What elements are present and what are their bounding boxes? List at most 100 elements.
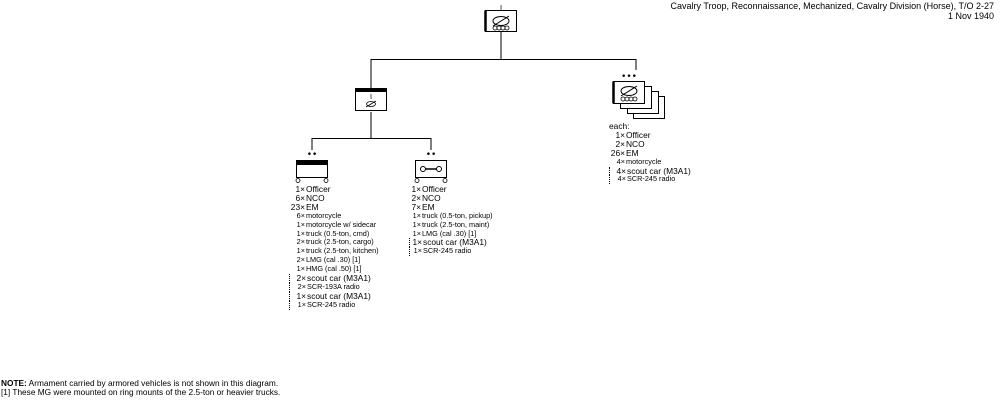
equipment-qty: 23× <box>290 201 305 212</box>
equipment-item: EM <box>626 147 639 158</box>
equipment-qty: 2× <box>296 237 305 247</box>
equipment-qty: 2× <box>296 255 305 265</box>
equipment-item: truck (2.5-ton, kitchen) <box>306 246 379 256</box>
equipment-item: Officer <box>306 184 331 194</box>
equipment-item: HMG (cal .50) [1] <box>306 264 362 274</box>
equipment-row: 2×NCO <box>409 194 493 203</box>
equipment-qty: 1× <box>296 219 305 229</box>
equipment-item: LMG (cal .30) [1] <box>422 228 477 238</box>
equipment-row: 1×Officer <box>289 185 379 194</box>
equipment-item: truck (0.5-ton, cmd) <box>306 228 370 238</box>
equipment-row: 1×scout car (M3A1) <box>409 237 493 248</box>
equipment-qty: 1× <box>411 184 421 194</box>
equipment-qty: 1× <box>296 290 306 301</box>
equipment-qty: 2× <box>296 273 306 284</box>
equipment-qty: 1× <box>297 299 306 309</box>
equipment-row: 7×EM <box>409 201 493 212</box>
equipment-row: 1×scout car (M3A1) <box>289 290 379 301</box>
equipment-row: 1×SCR-245 radio <box>289 299 379 310</box>
equipment-qty: 7× <box>411 201 421 212</box>
equipment-qty: 1× <box>413 246 422 256</box>
platoon-hq-size-marker: I <box>370 93 372 101</box>
equipment-qty: 4× <box>616 165 626 176</box>
equipment-item: SCR-245 radio <box>307 299 356 309</box>
equipment-item: truck (0.5-ton, pickup) <box>422 210 493 220</box>
equipment-item: scout car (M3A1) <box>423 237 487 248</box>
equipment-item: motorcycle <box>306 210 342 220</box>
equipment-row: 4×scout car (M3A1) <box>609 165 691 176</box>
troop-hq-size-marker: I <box>500 4 502 12</box>
equipment-qty: 2× <box>297 281 306 291</box>
equipment-row: 1×LMG (cal .30) [1] <box>409 228 493 239</box>
notes-block: NOTE: Armament carried by armored vehicl… <box>1 379 280 397</box>
equipment-row: 6×NCO <box>289 194 379 203</box>
chart-title: Cavalry Troop, Reconnaissance, Mechanize… <box>670 1 994 11</box>
scout-platoons-each-label: each: <box>609 121 630 131</box>
chart-date: 1 Nov 1940 <box>947 11 994 21</box>
equipment-row: 2×LMG (cal .30) [1] <box>289 255 379 265</box>
equipment-row: 4×motorcycle <box>609 156 691 167</box>
equipment-row: 6×motorcycle <box>289 210 379 221</box>
equipment-qty: 1× <box>412 228 421 238</box>
equipment-row: 1×Officer <box>609 131 691 140</box>
equipment-item: EM <box>422 201 435 212</box>
equipment-item: scout car (M3A1) <box>307 273 371 284</box>
equipment-row: 2×scout car (M3A1) <box>289 274 379 283</box>
equipment-item: scout car (M3A1) <box>627 165 691 176</box>
equipment-item: NCO <box>422 192 441 203</box>
equipment-row: 1×truck (0.5-ton, pickup) <box>409 210 493 221</box>
equipment-qty: 1× <box>296 246 305 256</box>
equipment-item: SCR-245 radio <box>627 174 676 184</box>
equipment-qty: 1× <box>412 237 422 248</box>
equipment-row: 2×SCR-193A radio <box>289 281 379 292</box>
equipment-qty: 1× <box>615 129 625 140</box>
equipment-item: truck (2.5-ton, cargo) <box>306 237 374 247</box>
equipment-row: 1×truck (2.5-ton, kitchen) <box>289 246 379 256</box>
equipment-item: motorcycle w/ sidecar <box>306 219 377 229</box>
equipment-qty: 4× <box>617 174 626 184</box>
chart-title-block: Cavalry Troop, Reconnaissance, Mechanize… <box>671 1 994 21</box>
equipment-row: 1×truck (2.5-ton, maint) <box>409 219 493 230</box>
equipment-item: NCO <box>626 138 645 149</box>
equipment-qty: 1× <box>296 264 305 274</box>
equipment-row: 1×truck (0.5-ton, cmd) <box>289 228 379 239</box>
equipment-qty: 2× <box>615 138 625 149</box>
equipment-qty: 6× <box>295 192 305 203</box>
equipment-qty: 26× <box>610 147 625 158</box>
equipment-item: truck (2.5-ton, maint) <box>422 219 490 229</box>
note-line: NOTE: Armament carried by armored vehicl… <box>1 379 280 388</box>
equipment-item: SCR-193A radio <box>307 281 360 291</box>
maintenance-section-symbol: •• <box>414 150 448 183</box>
equipment-qty: 1× <box>412 210 421 220</box>
scout-platoons-size-marker: ••• <box>621 72 637 82</box>
note-text: Armament carried by armored vehicles is … <box>28 378 279 388</box>
equipment-row: 4×SCR-245 radio <box>609 174 691 185</box>
equipment-qty: 1× <box>412 219 421 229</box>
equipment-row: 23×EM <box>289 201 379 212</box>
equipment-row: 2×truck (2.5-ton, cargo) <box>289 238 379 247</box>
maintenance-section-size-marker: •• <box>426 150 437 160</box>
equipment-row: 1×SCR-245 radio <box>409 246 493 257</box>
equipment-row: 2×NCO <box>609 138 691 149</box>
scout-platoons-symbol: ••• <box>612 72 665 119</box>
equipment-item: motorcycle <box>626 156 662 166</box>
equipment-row: 1×HMG (cal .50) [1] <box>289 264 379 274</box>
equipment-item: EM <box>306 201 319 212</box>
note-label: NOTE: <box>1 378 27 388</box>
equipment-qty: 1× <box>296 228 305 238</box>
footnote-1: [1] These MG were mounted on ring mounts… <box>1 387 281 397</box>
hq-section-size-marker: •• <box>307 150 318 160</box>
equipment-qty: 1× <box>295 184 305 194</box>
equipment-qty: 2× <box>411 192 421 203</box>
equipment-item: LMG (cal .30) [1] <box>306 255 361 265</box>
equipment-row: 1×motorcycle w/ sidecar <box>289 219 379 230</box>
equipment-row: 26×EM <box>609 147 691 158</box>
hq-section-symbol: •• <box>295 150 329 183</box>
wrench-icon <box>420 166 442 172</box>
platoon-hq-symbol: I <box>355 88 387 111</box>
